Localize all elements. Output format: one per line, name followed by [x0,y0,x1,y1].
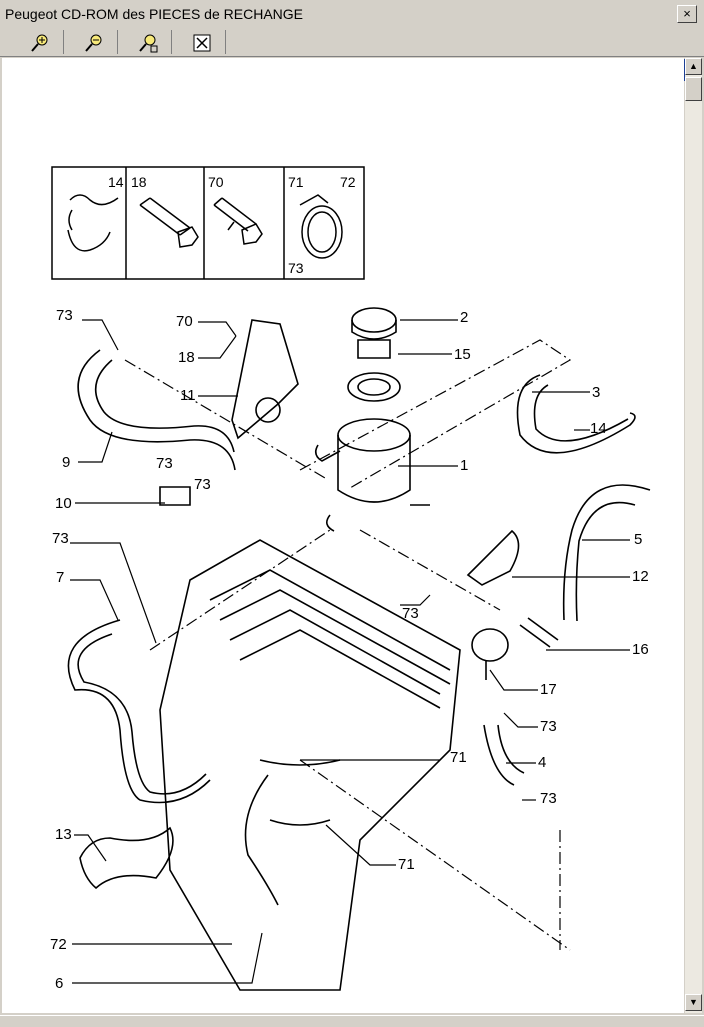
scroll-thumb[interactable] [685,77,702,101]
callout-17: 17 [540,681,557,698]
zoom-fit-button[interactable] [120,30,172,54]
callout-14: 14 [590,420,607,437]
callout-70: 70 [176,313,193,330]
callout-2: 2 [460,309,468,326]
leader-lines [70,319,630,984]
assembly-lines [124,339,572,951]
inset-label-14: 14 [108,174,124,190]
callout-18: 18 [178,349,195,366]
diagram-viewport[interactable]: 14 18 70 71 72 73 [2,58,684,1013]
zoom-in-icon [31,34,48,52]
close-box-icon [193,34,211,52]
title-bar: Peugeot CD-ROM des PIECES de RECHANGE × [0,0,704,29]
callout-13: 13 [55,826,72,843]
close-view-button[interactable] [174,30,226,54]
callout-6: 6 [55,975,63,992]
zoom-fit-icon [139,34,158,53]
parts-diagram: 14 18 70 71 72 73 [50,166,651,992]
callout-71: 71 [398,856,415,873]
zoom-in-button[interactable] [12,30,64,54]
callout-73: 73 [194,476,211,493]
callout-73: 73 [540,718,557,735]
callout-9: 9 [62,454,70,471]
inset-label-73: 73 [288,260,304,276]
callout-73: 73 [540,790,557,807]
close-window-button[interactable]: × [677,5,697,23]
callout-15: 15 [454,346,471,363]
callout-72: 72 [50,936,67,953]
callout-7: 7 [56,569,64,586]
callout-12: 12 [632,568,649,585]
scroll-down-button[interactable]: ▼ [685,994,702,1011]
callout-73: 73 [402,605,419,622]
inset-label-71: 71 [288,174,304,190]
zoom-out-icon [85,34,102,52]
callout-73: 73 [52,530,69,547]
callout-3: 3 [592,384,600,401]
zoom-out-button[interactable] [66,30,118,54]
callout-11: 11 [180,387,196,404]
callout-10: 10 [55,495,72,512]
parts-line-art [67,307,651,991]
vertical-scrollbar[interactable]: ▲ ▼ [685,58,702,1013]
callouts: 73 70 18 11 9 73 73 10 73 7 2 15 3 14 1 … [50,307,649,992]
taskbar-strip [0,1015,704,1027]
callout-71: 71 [450,749,467,766]
inset-label-72: 72 [340,174,356,190]
callout-73: 73 [156,455,173,472]
callout-1: 1 [460,457,468,474]
callout-73: 73 [56,307,73,324]
callout-5: 5 [634,531,642,548]
callout-4: 4 [538,754,546,771]
inset-labels: 14 18 70 71 72 73 [108,174,356,276]
inset-box [51,166,365,280]
window-title: Peugeot CD-ROM des PIECES de RECHANGE [5,6,303,22]
inset-label-70: 70 [208,174,224,190]
callout-16: 16 [632,641,649,658]
scroll-up-button[interactable]: ▲ [685,58,702,75]
toolbar: ♞ [0,28,704,81]
inset-label-18: 18 [131,174,147,190]
